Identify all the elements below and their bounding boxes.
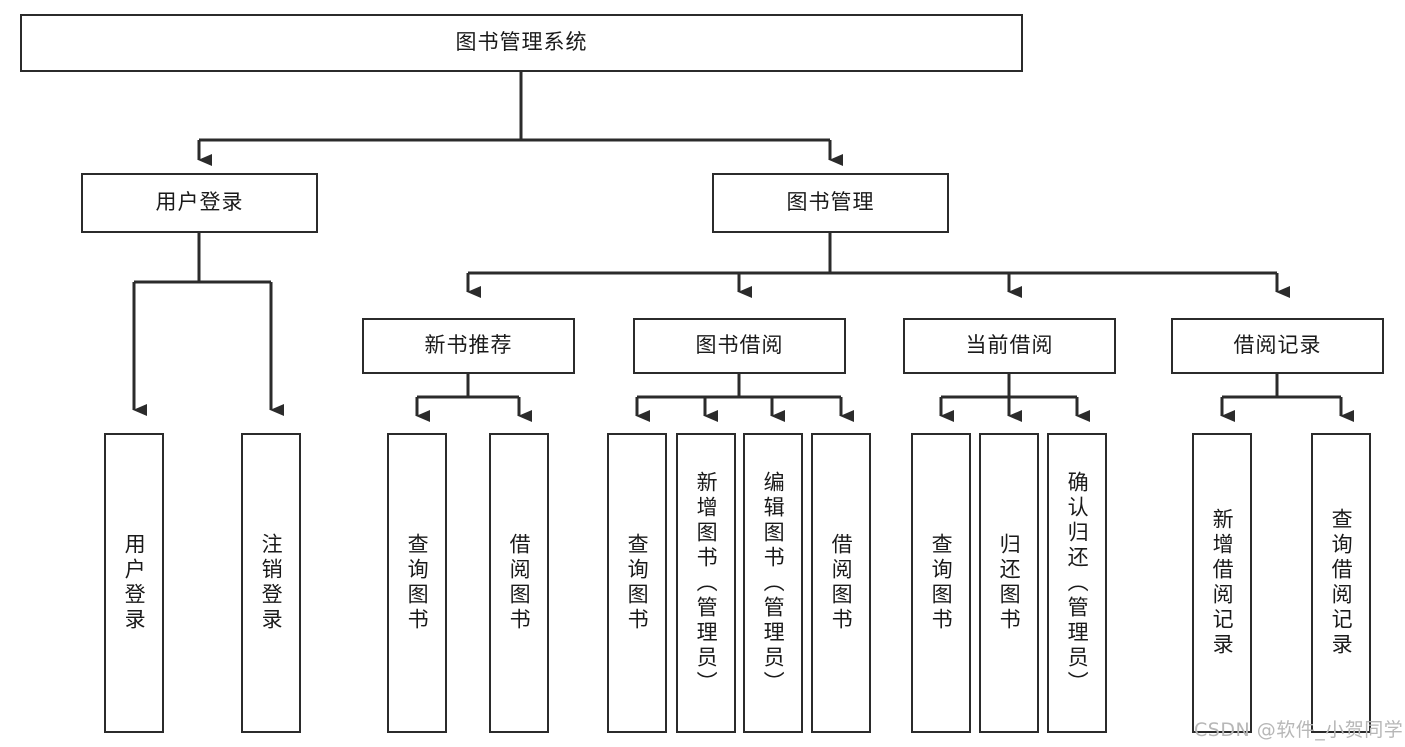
node-label: 用户登录 [155, 190, 244, 215]
leaf-user-login-login[interactable]: 用户登录 [104, 433, 164, 733]
node-label: 借阅记录 [1233, 333, 1322, 358]
node-label: 编辑图书（管理员） [761, 470, 786, 696]
leaf-borrow-record-add-record[interactable]: 新增借阅记录 [1192, 433, 1252, 733]
node-user-login[interactable]: 用户登录 [81, 173, 318, 233]
leaf-new-book-query-book[interactable]: 查询图书 [387, 433, 447, 733]
leaf-book-borrow-add-book-admin[interactable]: 新增图书（管理员） [676, 433, 736, 733]
csdn-watermark: CSDN @软件_小贺同学 [1194, 719, 1404, 741]
node-label: 新增图书（管理员） [694, 470, 719, 696]
node-new-book-recommend[interactable]: 新书推荐 [362, 318, 575, 374]
node-label: 用户登录 [122, 533, 147, 633]
node-label: 新书推荐 [424, 333, 513, 358]
node-label: 查询图书 [929, 533, 954, 633]
node-label: 查询图书 [405, 533, 430, 633]
node-current-borrow[interactable]: 当前借阅 [903, 318, 1116, 374]
node-label: 新增借阅记录 [1210, 508, 1235, 658]
node-label: 图书管理 [786, 190, 875, 215]
node-label: 借阅图书 [507, 533, 532, 633]
leaf-book-borrow-edit-book-admin[interactable]: 编辑图书（管理员） [743, 433, 803, 733]
leaf-user-login-logout[interactable]: 注销登录 [241, 433, 301, 733]
leaf-current-borrow-query-book[interactable]: 查询图书 [911, 433, 971, 733]
node-borrow-record[interactable]: 借阅记录 [1171, 318, 1384, 374]
node-root-book-management-system[interactable]: 图书管理系统 [20, 14, 1023, 72]
node-label: 查询图书 [625, 533, 650, 633]
leaf-new-book-borrow-book[interactable]: 借阅图书 [489, 433, 549, 733]
node-book-borrow[interactable]: 图书借阅 [633, 318, 846, 374]
node-label: 注销登录 [259, 533, 284, 633]
node-label: 图书管理系统 [455, 30, 588, 55]
node-label: 当前借阅 [965, 333, 1054, 358]
node-label: 归还图书 [997, 533, 1022, 633]
leaf-book-borrow-borrow-book[interactable]: 借阅图书 [811, 433, 871, 733]
leaf-borrow-record-query-record[interactable]: 查询借阅记录 [1311, 433, 1371, 733]
node-book-management[interactable]: 图书管理 [712, 173, 949, 233]
leaf-book-borrow-query-book[interactable]: 查询图书 [607, 433, 667, 733]
leaf-current-borrow-return-book[interactable]: 归还图书 [979, 433, 1039, 733]
node-label: 借阅图书 [829, 533, 854, 633]
node-label: 查询借阅记录 [1329, 508, 1354, 658]
node-label: 确认归还（管理员） [1065, 470, 1090, 696]
leaf-current-borrow-confirm-return-admin[interactable]: 确认归还（管理员） [1047, 433, 1107, 733]
node-label: 图书借阅 [695, 333, 784, 358]
